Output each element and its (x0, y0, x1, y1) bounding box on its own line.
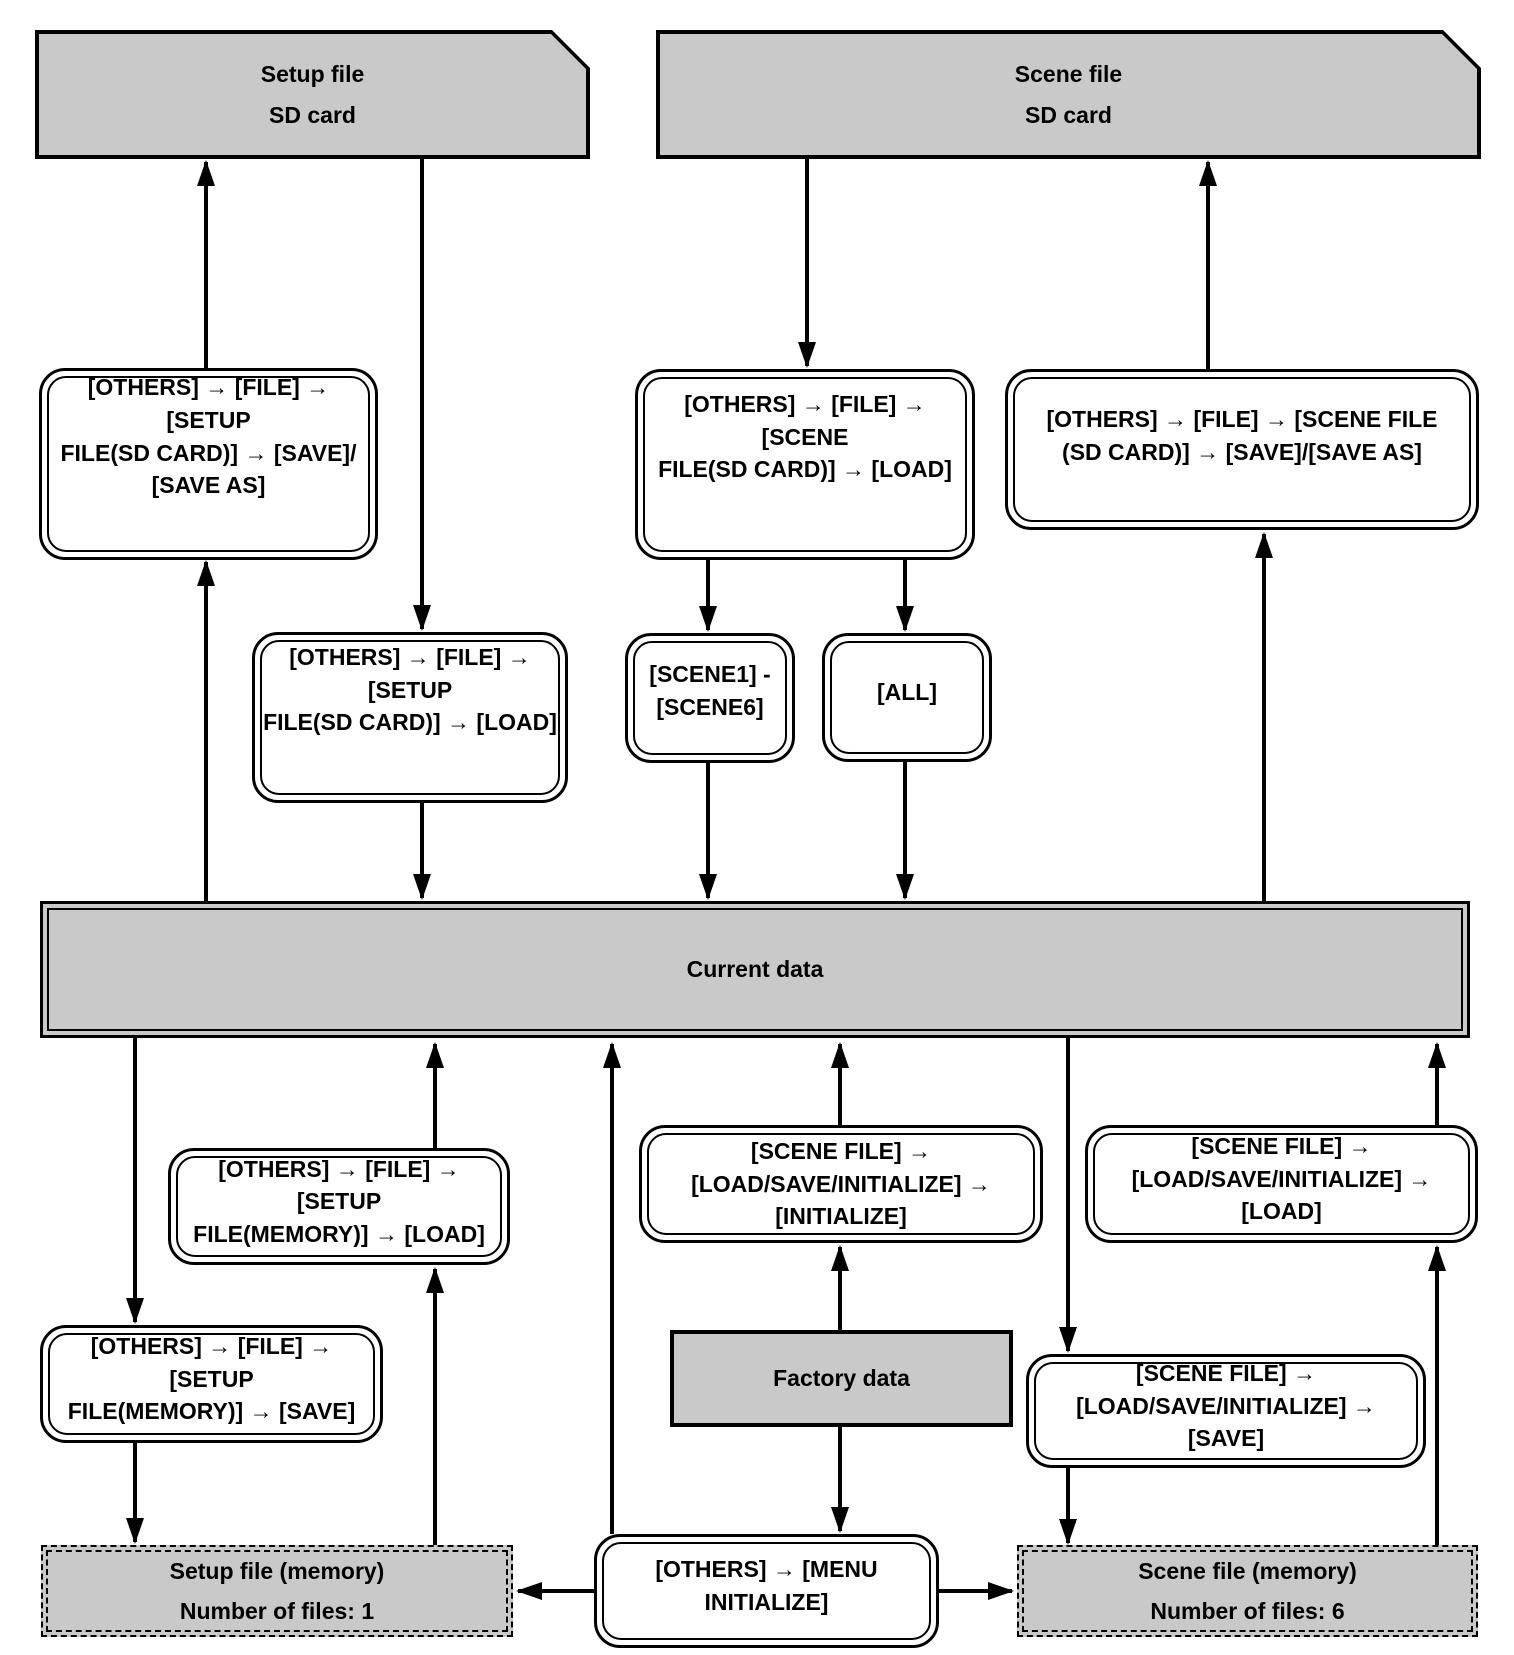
arrow-current-to-su-save-mem (126, 1038, 144, 1544)
arrow-sd-to-su-load (413, 159, 431, 900)
arrow-menu-init-to-setup-memory (516, 1582, 594, 1600)
scene-file-sd-save-operation: [OTHERS] → [FILE] → [SCENE FILE (SD CARD… (1005, 369, 1479, 530)
scene-memory-label-line2: Number of files: 6 (1150, 1598, 1345, 1624)
factory-data-store: Factory data (670, 1330, 1013, 1427)
arrow-menu-init-to-scene-memory (939, 1582, 1014, 1600)
arrow-sd-to-sc-load (699, 159, 914, 900)
factory-data-label: Factory data (773, 1365, 910, 1391)
menu-initialize-operation: [OTHERS] → [MENU INITIALIZE] (594, 1534, 939, 1648)
setup-memory-label-line1: Setup file (memory) (169, 1557, 385, 1584)
arrow-su-mem-to-current (426, 1042, 444, 1545)
setup-memory-label-line2: Number of files: 1 (179, 1598, 375, 1624)
current-data-label: Current data (686, 956, 824, 982)
current-data-store: Current data (40, 901, 1470, 1038)
setup-sd-label-line1: Setup file (260, 61, 365, 88)
arrow-su-save-to-sd (197, 160, 215, 901)
scene-file-memory-load-operation: [SCENE FILE] → [LOAD/SAVE/INITIALIZE] → … (1085, 1125, 1478, 1243)
scene-sd-label-line1: Scene file (1014, 61, 1123, 88)
setup-file-sd-load-operation: [OTHERS] → [FILE] → [SETUP FILE(SD CARD)… (252, 632, 568, 803)
scene-range-selector: [SCENE1] - [SCENE6] (625, 633, 795, 763)
scene-file-sd-card-store: Scene file SD card (656, 30, 1481, 159)
arrow-menu-init-to-current (603, 1042, 621, 1534)
setup-file-sd-card-store: Setup file SD card (35, 30, 590, 159)
arrow-factory-to-sc-init (831, 1042, 849, 1533)
setup-file-memory-save-operation: [OTHERS] → [FILE] → [SETUP FILE(MEMORY)]… (40, 1325, 383, 1443)
scene-sd-label-line2: SD card (1025, 101, 1112, 128)
scene-file-memory-save-operation: [SCENE FILE] → [LOAD/SAVE/INITIALIZE] → … (1026, 1354, 1426, 1468)
setup-file-sd-save-operation: [OTHERS] → [FILE] → [SETUP FILE(SD CARD)… (39, 368, 378, 560)
setup-sd-label-line2: SD card (269, 101, 356, 128)
arrow-current-to-sc-save-mem (1059, 1038, 1077, 1545)
scene-memory-label-line1: Scene file (memory) (1138, 1557, 1357, 1584)
arrow-sc-mem-to-current (1428, 1042, 1446, 1545)
setup-file-memory-load-operation: [OTHERS] → [FILE] → [SETUP FILE(MEMORY)]… (168, 1148, 510, 1265)
setup-file-memory-store: Setup file (memory) Number of files: 1 (41, 1545, 513, 1637)
arrow-sc-save-to-sd (1199, 160, 1273, 901)
scene-file-memory-store: Scene file (memory) Number of files: 6 (1017, 1545, 1478, 1637)
scene-file-initialize-operation: [SCENE FILE] → [LOAD/SAVE/INITIALIZE] → … (639, 1125, 1043, 1243)
scene-all-selector: [ALL] (822, 633, 992, 762)
scene-file-sd-load-operation: [OTHERS] → [FILE] → [SCENE FILE(SD CARD)… (635, 369, 975, 560)
